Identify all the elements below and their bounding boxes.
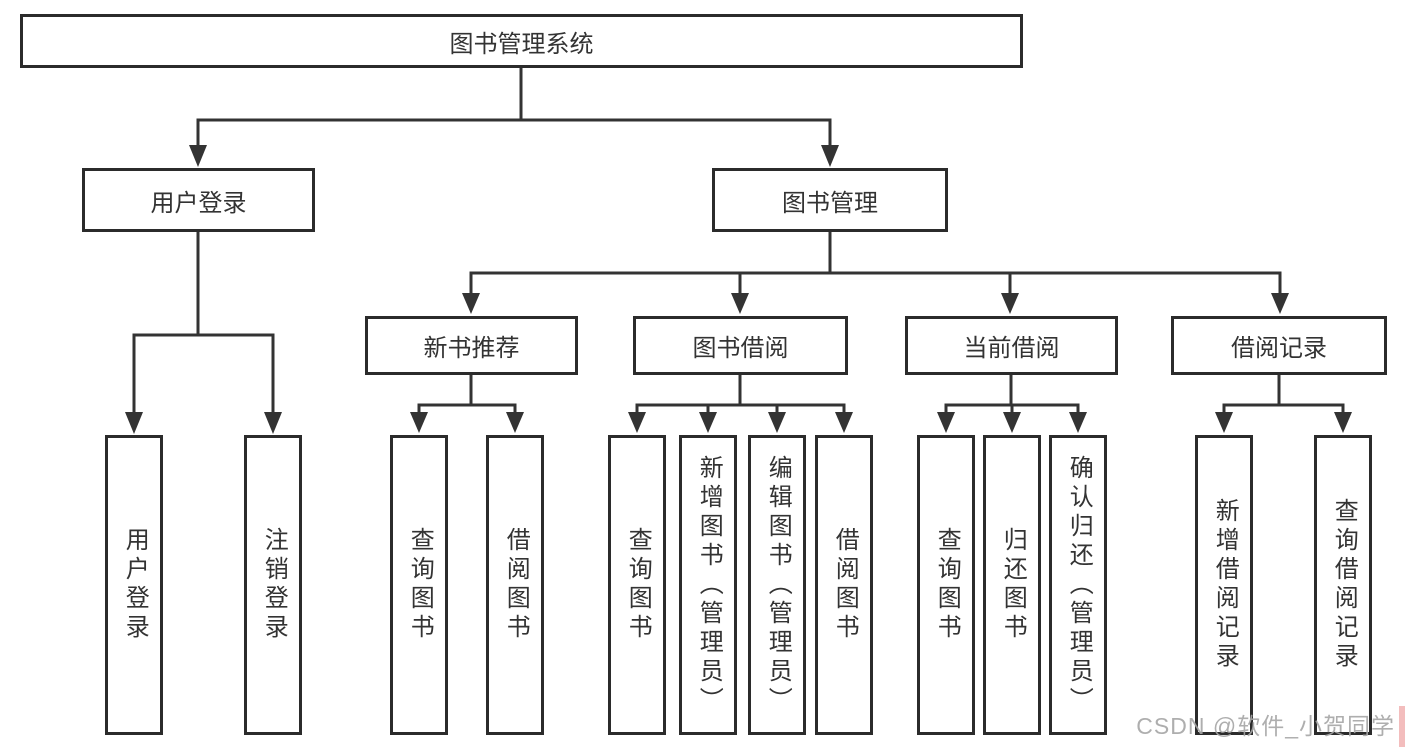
leaf-label: 查询图书 [406,527,434,643]
leaf-label: 借阅图书 [502,527,530,643]
node-library-management-system: 图书管理系统 [20,14,1023,68]
leaf-user-login: 用户登录 [105,435,163,735]
leaf-label: 用户登录 [121,527,149,643]
node-label: 图书管理系统 [449,30,594,58]
csdn-watermark: CSDN @软件_小贺同学 [1136,713,1395,739]
leaf-query-borrow-record: 查询借阅记录 [1314,435,1372,735]
node-user-login: 用户登录 [82,168,315,232]
node-label: 用户登录 [150,189,247,217]
node-new-book-recommendation: 新书推荐 [365,316,578,375]
leaf-borrow-books-newbooks: 借阅图书 [486,435,544,735]
leaf-label: 查询图书 [933,527,961,643]
leaf-label: 查询图书 [624,527,652,643]
leaf-label: 新增图书（管理员） [695,454,723,716]
leaf-borrow-books-borrow: 借阅图书 [815,435,873,735]
node-label: 新书推荐 [423,335,520,362]
pink-edge-strip [1399,706,1405,747]
node-label: 图书借阅 [692,335,789,362]
leaf-label: 新增借阅记录 [1211,498,1239,672]
node-label: 图书管理 [782,189,878,217]
leaf-edit-books-admin: 编辑图书（管理员） [748,435,806,735]
leaf-label: 归还图书 [999,527,1027,643]
node-book-borrowing: 图书借阅 [633,316,848,375]
leaf-confirm-return-admin: 确认归还（管理员） [1049,435,1107,735]
leaf-logout: 注销登录 [244,435,302,735]
leaf-label: 查询借阅记录 [1330,498,1358,672]
leaf-label: 确认归还（管理员） [1065,454,1093,716]
node-current-borrowing: 当前借阅 [905,316,1118,375]
leaf-add-books-admin: 新增图书（管理员） [679,435,737,735]
node-label: 借阅记录 [1231,335,1327,362]
leaf-query-books-borrow: 查询图书 [608,435,666,735]
leaf-add-borrow-record: 新增借阅记录 [1195,435,1253,735]
node-label: 当前借阅 [963,335,1060,362]
leaf-query-books-current: 查询图书 [917,435,975,735]
leaf-label: 注销登录 [260,527,288,643]
node-borrowing-records: 借阅记录 [1171,316,1387,375]
leaf-query-books-newbooks: 查询图书 [390,435,448,735]
leaf-label: 借阅图书 [831,527,859,643]
leaf-return-books: 归还图书 [983,435,1041,735]
leaf-label: 编辑图书（管理员） [764,454,792,716]
node-book-management: 图书管理 [712,168,948,232]
